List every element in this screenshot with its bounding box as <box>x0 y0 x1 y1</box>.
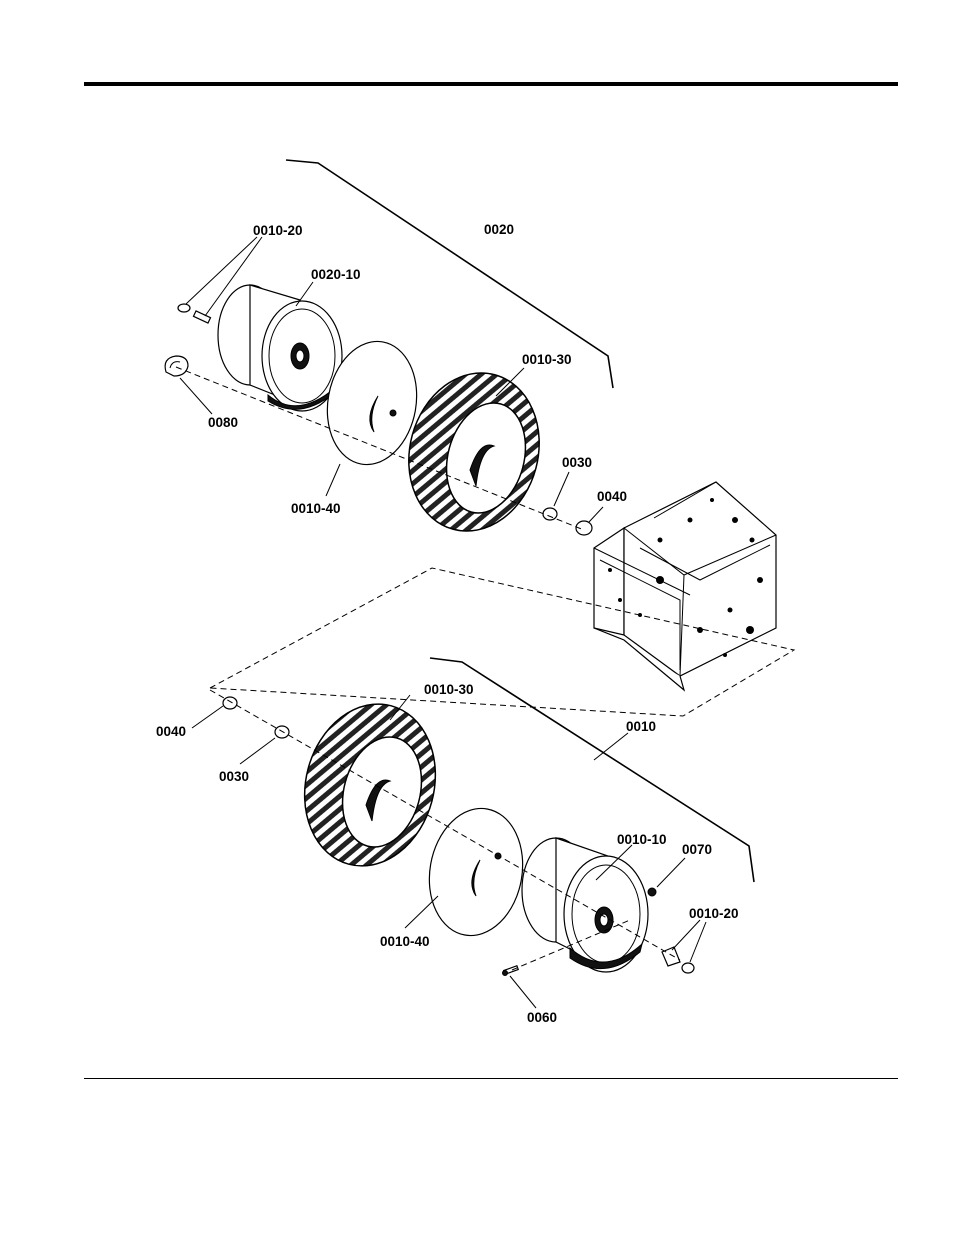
top-rim-part <box>218 285 342 411</box>
bottom-tube-part <box>420 801 533 943</box>
label-top-valve: 0010-20 <box>253 223 303 238</box>
label-top-washer-inner: 0030 <box>562 455 592 470</box>
bottom-bolt-part <box>503 966 519 976</box>
label-bottom-washer-inner: 0030 <box>219 769 249 784</box>
label-bottom-assembly: 0010 <box>626 719 656 734</box>
label-bottom-tire: 0010-30 <box>424 682 474 697</box>
bottom-tire-part <box>287 689 453 881</box>
label-top-clip: 0080 <box>208 415 238 430</box>
top-valve-stem <box>178 304 211 323</box>
label-bottom-nut: 0070 <box>682 842 712 857</box>
label-top-tube: 0010-40 <box>291 501 341 516</box>
label-top-tire: 0010-30 <box>522 352 572 367</box>
bottom-nut-part <box>648 888 656 896</box>
top-washer-inner-part <box>543 508 557 520</box>
label-bottom-valve: 0010-20 <box>689 906 739 921</box>
label-top-assembly: 0020 <box>484 222 514 237</box>
bottom-washer-inner-part <box>275 726 289 738</box>
frame-housing <box>594 482 776 690</box>
label-top-rim: 0020-10 <box>311 267 361 282</box>
bottom-washer-outer-part <box>223 697 237 709</box>
label-top-washer-outer: 0040 <box>597 489 627 504</box>
label-bottom-bolt: 0060 <box>527 1010 557 1025</box>
label-bottom-rim: 0010-10 <box>617 832 667 847</box>
bottom-wheel-assembly <box>192 658 754 1008</box>
top-clip-part <box>165 356 188 376</box>
label-bottom-washer-outer: 0040 <box>156 724 186 739</box>
label-bottom-tube: 0010-40 <box>380 934 430 949</box>
bottom-valve-part <box>662 947 694 973</box>
